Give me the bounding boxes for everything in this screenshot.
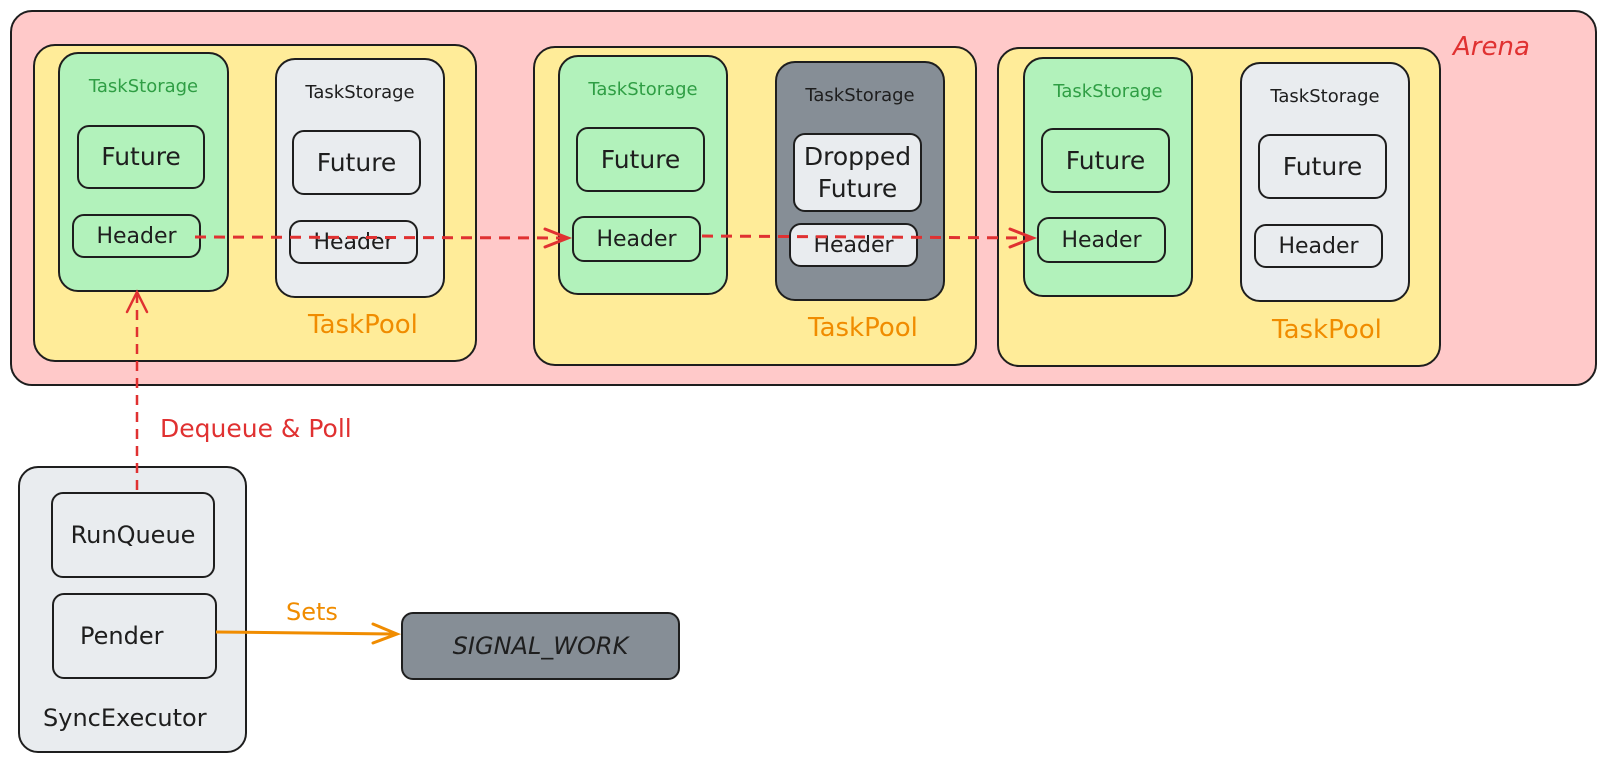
future-box: Future [576, 127, 705, 192]
task-storage-title: TaskStorage [805, 85, 915, 106]
task-storage-title: TaskStorage [1053, 81, 1163, 102]
future-box: Future [292, 130, 421, 195]
arena-label: Arena [1453, 32, 1530, 62]
dropped-future-box: Dropped Future [793, 133, 922, 212]
task-storage-title: TaskStorage [88, 76, 199, 97]
task-storage-title: TaskStorage [588, 79, 698, 100]
pender-box: Pender [52, 593, 217, 679]
future-box: Future [1258, 134, 1387, 199]
sets-label: Sets [286, 598, 338, 626]
header-box: Header [72, 214, 201, 258]
future-box: Future [1041, 128, 1170, 193]
task-pool-1-label: TaskPool [308, 310, 418, 340]
task-pool-3-label: TaskPool [1272, 315, 1382, 345]
header-box: Header [289, 220, 418, 264]
sync-executor-label: SyncExecutor [43, 704, 207, 732]
header-box: Header [1254, 224, 1383, 268]
task-storage-title: TaskStorage [1270, 86, 1380, 107]
header-box: Header [572, 216, 701, 262]
header-box: Header [1037, 217, 1166, 263]
header-box: Header [789, 223, 918, 267]
task-pool-2-label: TaskPool [808, 313, 918, 343]
run-queue-box: RunQueue [51, 492, 215, 578]
future-box: Future [77, 125, 205, 189]
sets-arrowhead [371, 622, 402, 645]
task-storage-title: TaskStorage [305, 82, 415, 103]
signal-work-box: SIGNAL_WORK [401, 612, 680, 680]
dequeue-poll-label: Dequeue & Poll [160, 414, 352, 443]
